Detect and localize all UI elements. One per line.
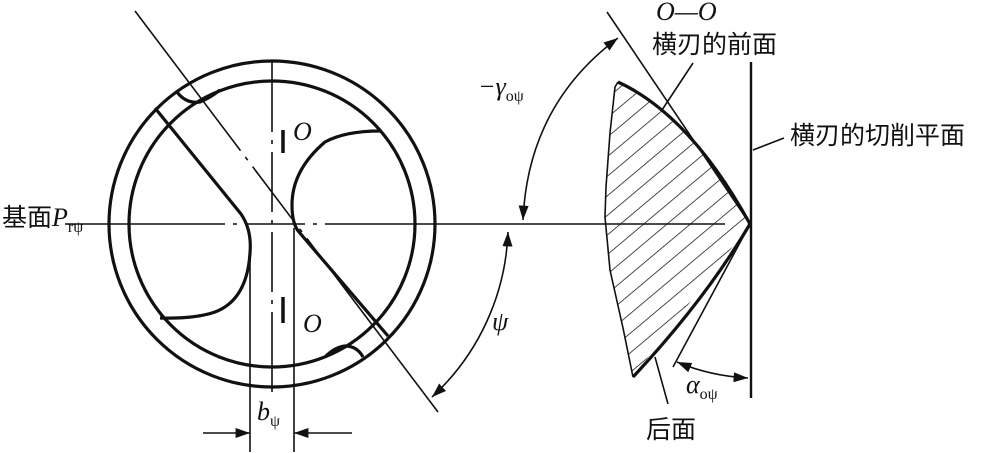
chisel-width-label: bψ — [257, 397, 280, 430]
base-plane-label: 基面Prψ — [2, 203, 83, 236]
flank-extension-line — [672, 223, 751, 368]
flank-face-label: 后面 — [646, 415, 696, 444]
section-o-o: −γoψ αoψ O—O 横刃的前面 横刃的切削平面 后面 — [478, 0, 965, 444]
section-label-bottom: O — [303, 309, 322, 338]
margin-notch-top — [175, 88, 221, 104]
chisel-angle-label: ψ — [492, 307, 509, 336]
chisel-edge-axis — [134, 10, 439, 413]
clearance-angle-arc — [676, 361, 749, 383]
clearance-angle-label: αoψ — [686, 370, 718, 403]
cutting-edge-right — [290, 129, 390, 338]
rake-angle-label: −γoψ — [478, 72, 524, 105]
flank-face-outline — [631, 223, 752, 379]
flank-face-leader — [654, 356, 669, 405]
cutting-plane-label: 横刃的切削平面 — [790, 121, 965, 150]
cutting-plane-leader — [752, 137, 785, 151]
cutting-edge-left — [153, 106, 252, 320]
section-label-top: O — [293, 117, 312, 146]
rake-face-leader — [661, 62, 694, 111]
rake-reference-line — [606, 11, 751, 225]
chisel-angle-arc — [431, 231, 513, 398]
rake-face-outline — [617, 80, 752, 225]
section-title: O—O — [656, 0, 717, 26]
rake-face-label: 横刃的前面 — [652, 30, 777, 59]
rake-angle-arc — [518, 37, 619, 221]
hatched-section — [605, 82, 750, 377]
drill-cross-section: O O bψ 基面Prψ ψ — [2, 10, 750, 452]
margin-notch-bottom — [323, 344, 365, 359]
